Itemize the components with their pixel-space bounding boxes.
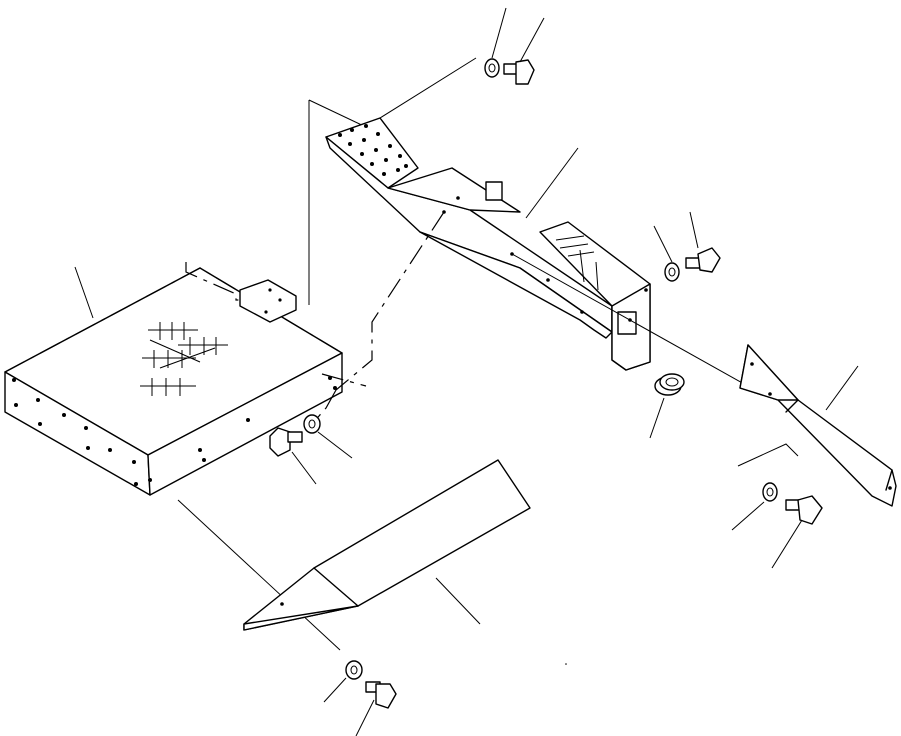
cover-leader xyxy=(74,266,94,319)
bolt-center-left xyxy=(269,427,317,485)
washer-top xyxy=(484,7,507,78)
cover-tab xyxy=(185,99,369,323)
bottom-guard-leader xyxy=(435,577,481,625)
step-bracket-leader xyxy=(525,147,579,219)
washer-center-left xyxy=(303,414,353,459)
spacer-collar xyxy=(649,373,685,439)
stray-dot xyxy=(565,663,567,665)
cover-holes xyxy=(12,376,337,486)
bottom-guard xyxy=(243,459,531,631)
washer-right-upper xyxy=(653,225,680,282)
step-bracket xyxy=(325,57,651,371)
side-bracket xyxy=(739,344,897,507)
side-bracket-leader xyxy=(825,365,859,411)
cover-texture xyxy=(140,322,228,396)
step-holes xyxy=(338,124,408,176)
washer-bottom xyxy=(323,660,363,703)
bolt-top xyxy=(503,17,545,85)
bolt-right-upper xyxy=(685,211,721,273)
bolt-right-lower xyxy=(771,495,823,569)
bolt-bottom xyxy=(355,681,397,736)
assembly-lines xyxy=(177,211,799,651)
washer-right-lower xyxy=(731,482,778,531)
